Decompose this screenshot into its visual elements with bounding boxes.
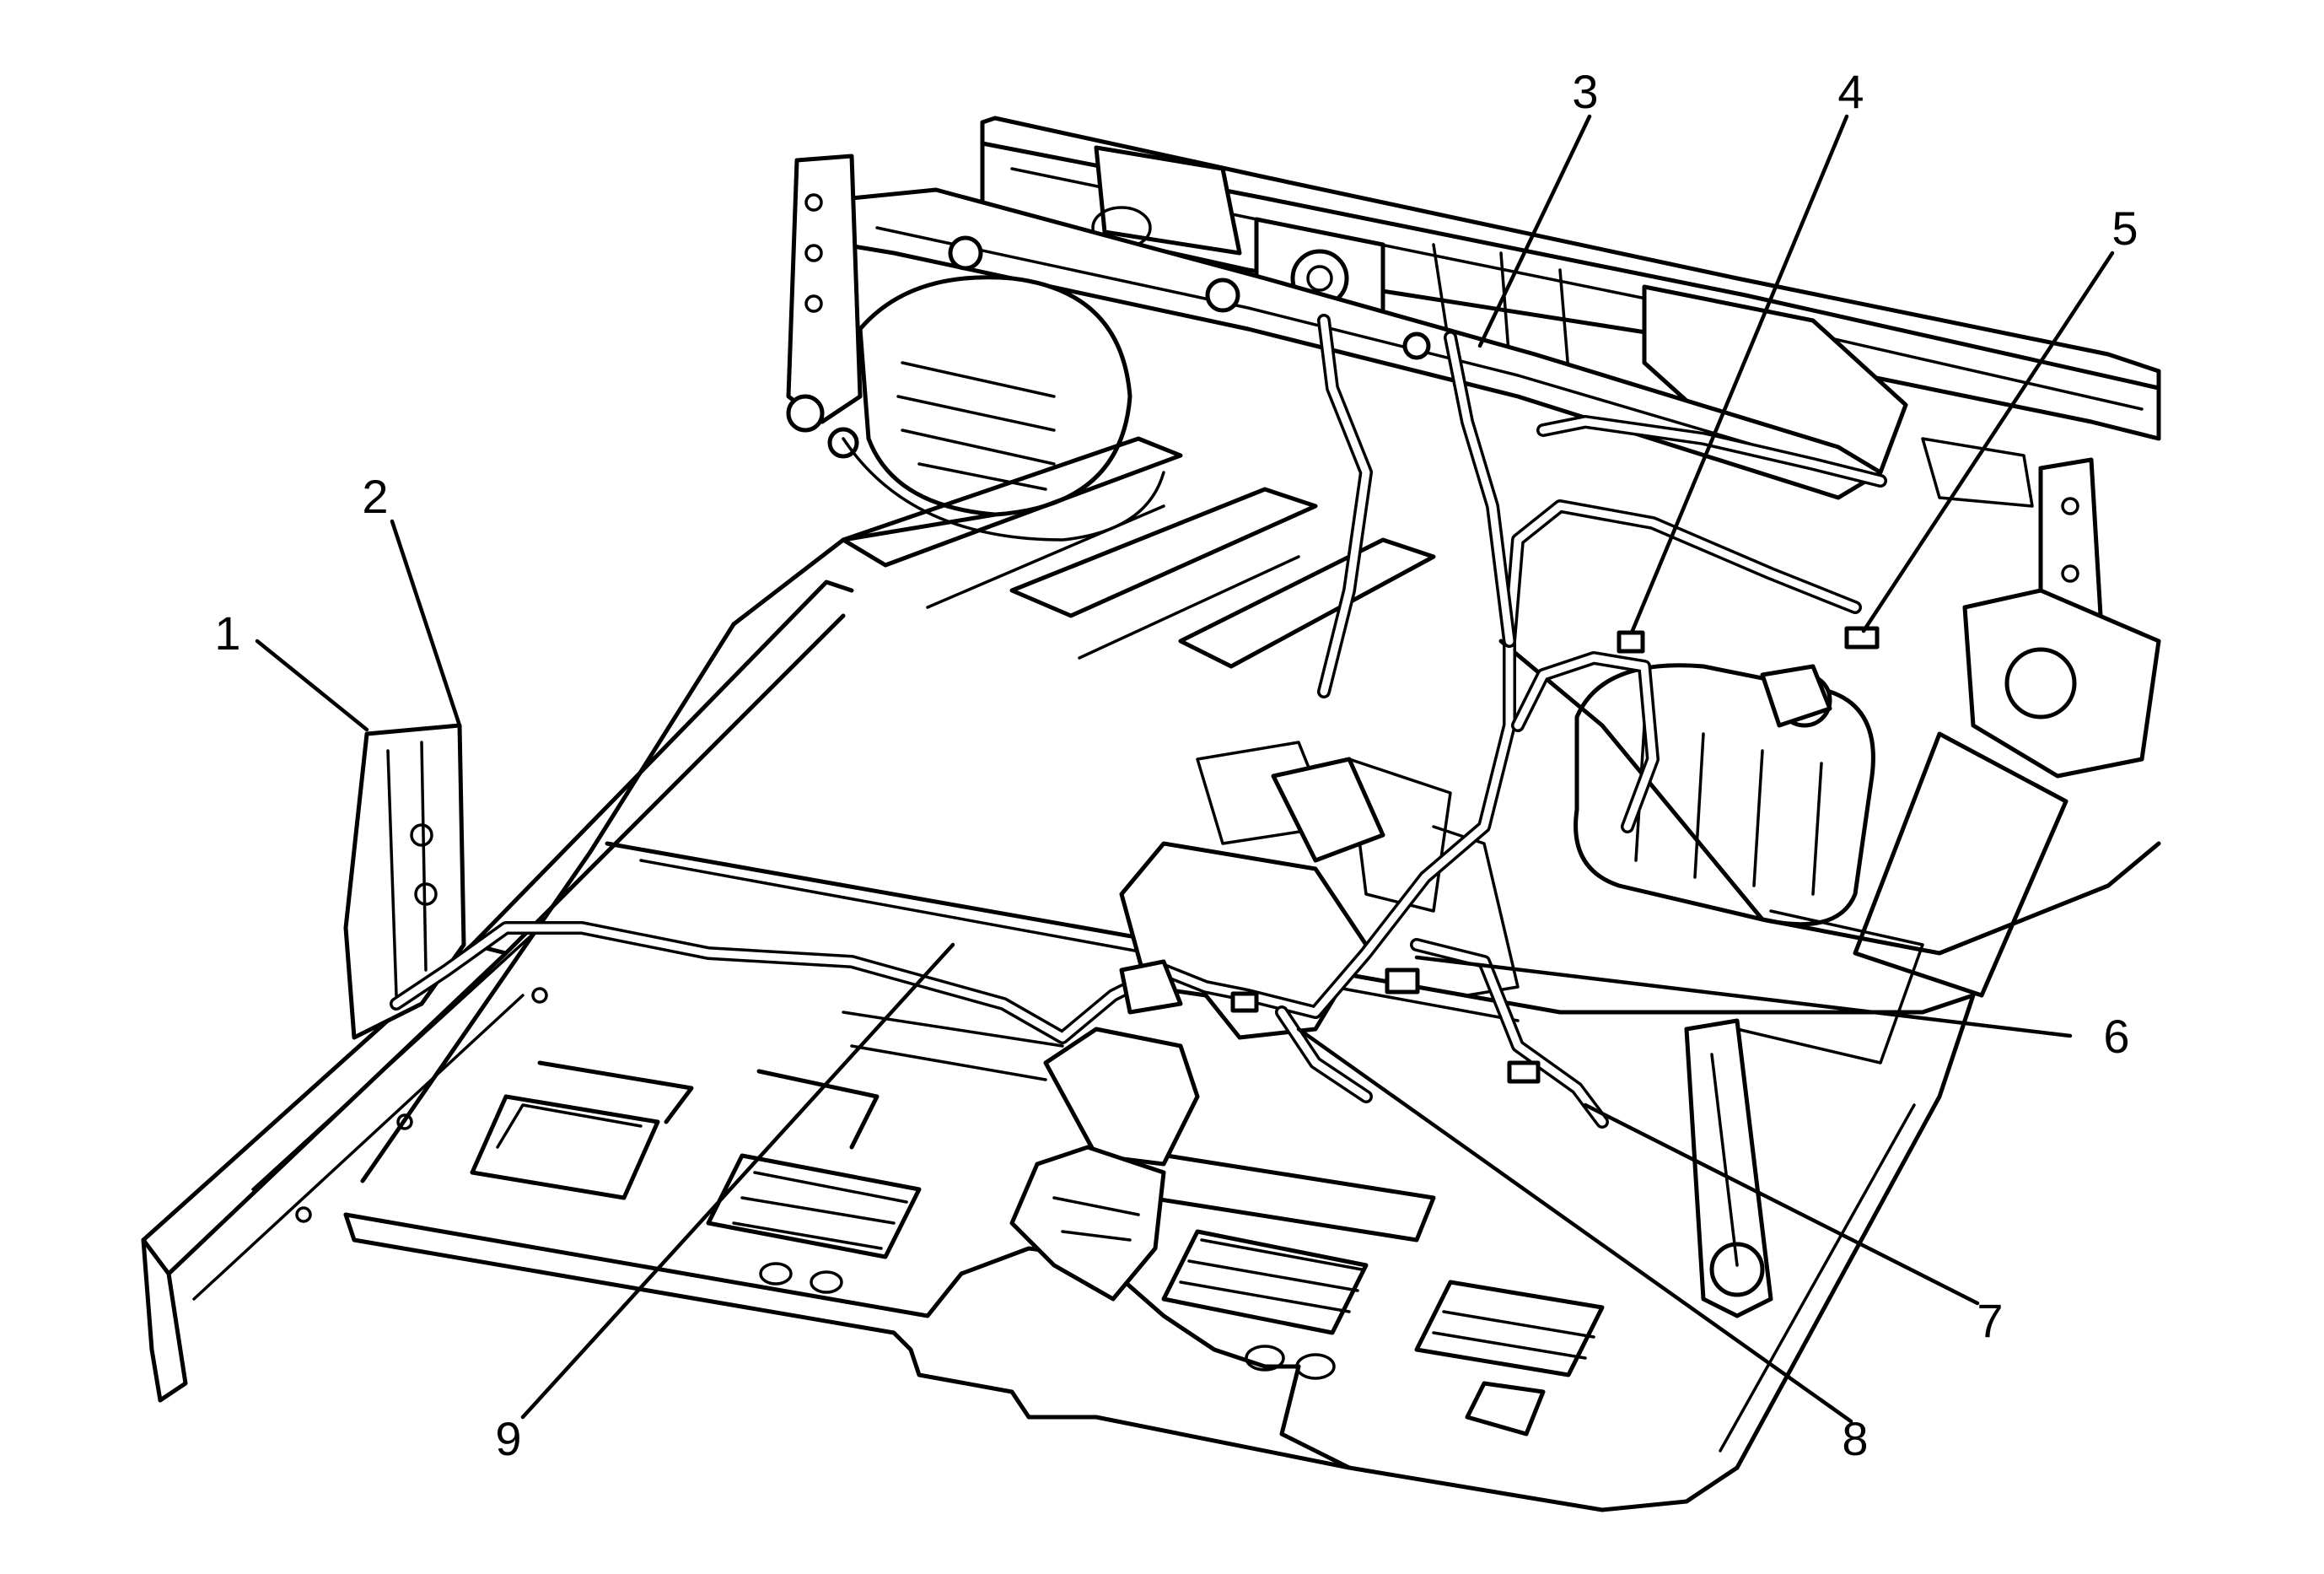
left-wheelhouse <box>842 275 1165 542</box>
leader-5 <box>1861 251 2115 633</box>
leader-1 <box>255 639 369 732</box>
callout-leaders <box>255 114 2115 1424</box>
callout-4: 4 <box>1837 65 1864 118</box>
rear-floor-rails <box>841 436 2068 1065</box>
left-rear-bracket <box>786 154 863 459</box>
callout-5: 5 <box>2112 202 2138 255</box>
leader-6 <box>1414 955 2073 1038</box>
callout-1: 1 <box>214 606 240 660</box>
rear-panel-structure <box>980 116 2161 508</box>
left-b-pillar-base <box>343 723 466 1040</box>
leader-4 <box>1629 114 1849 635</box>
harness-connectors <box>1119 626 1880 1084</box>
right-b-pillar-base <box>1684 1018 1773 1318</box>
callout-6: 6 <box>2103 1010 2129 1063</box>
callout-2: 2 <box>362 470 388 523</box>
leader-7 <box>1583 1102 1980 1306</box>
leader-9 <box>520 942 955 1420</box>
center-tunnel <box>1009 741 1520 1302</box>
leader-8 <box>1296 1027 1853 1424</box>
right-rear-bracket <box>1962 457 2161 779</box>
callout-3: 3 <box>1572 65 1598 118</box>
callout-7: 7 <box>1977 1294 2003 1347</box>
leader-2 <box>390 519 462 728</box>
leader-3 <box>1477 114 1592 348</box>
left-rocker-panel <box>141 579 854 1403</box>
callout-9: 9 <box>495 1412 521 1465</box>
callout-labels: 1 2 3 4 5 6 7 8 9 <box>214 65 2138 1465</box>
callout-8: 8 <box>1842 1412 1868 1465</box>
